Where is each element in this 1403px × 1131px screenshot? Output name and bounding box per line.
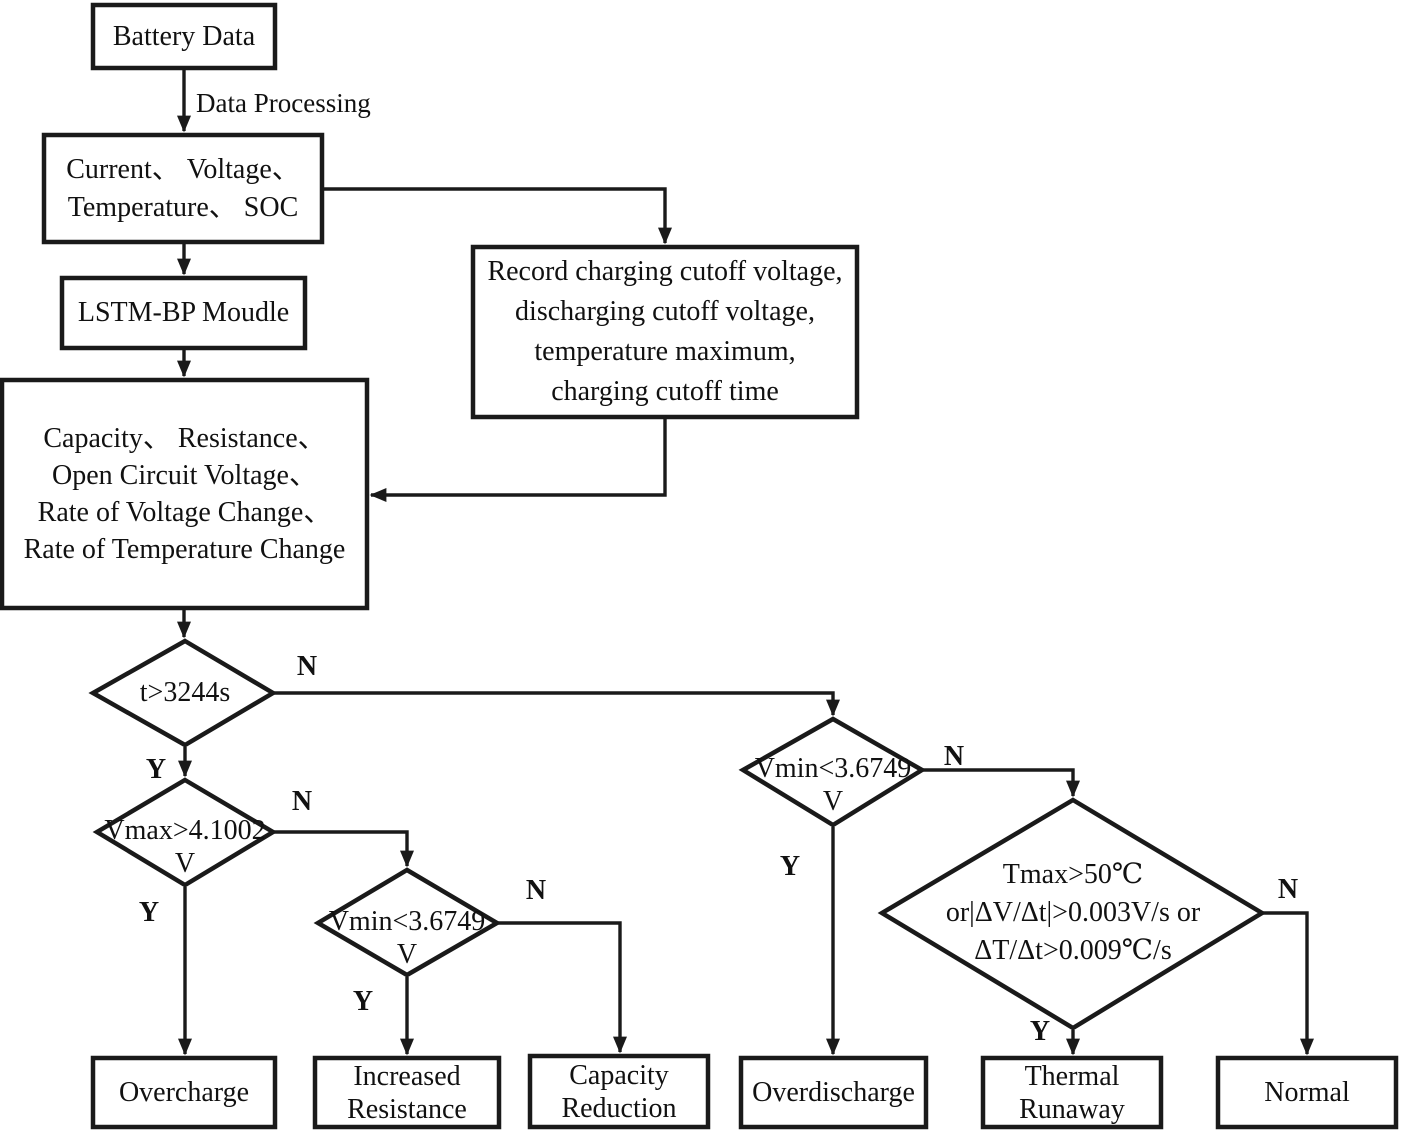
decision-time-label: t>3244s <box>139 677 231 708</box>
normal-label: Normal <box>1264 1076 1350 1108</box>
lstm-bp-label: LSTM-BP Moudle <box>77 297 290 328</box>
decision-thermal-diamond <box>877 797 1267 1031</box>
thermal-yes-label: Y <box>1029 1016 1051 1047</box>
decision-time-diamond <box>88 638 278 748</box>
edge-thermal-no <box>1262 911 1314 1056</box>
decision-vmin-right-label: Vmin<3.6749 V <box>754 753 912 817</box>
overdischarge-label: Overdischarge <box>752 1076 915 1108</box>
edge-record-to-features <box>369 419 667 502</box>
lstm-bp-box <box>59 275 308 351</box>
vmin-right-yes-label: Y <box>779 851 801 882</box>
signals-label: Current、 Voltage、 Temperature、 SOC <box>66 153 300 223</box>
increased-resistance-box <box>312 1055 502 1130</box>
features-label: Capacity、 Resistance、 Open Circuit Volta… <box>23 423 346 565</box>
vmin-mid-yes-label: Y <box>352 986 374 1017</box>
signals-box <box>41 132 325 245</box>
decision-vmin-mid-diamond <box>313 867 502 978</box>
overcharge-box <box>90 1055 278 1130</box>
thermal-runaway-label: Thermal Runaway <box>1019 1060 1125 1125</box>
decision-vmax-diamond <box>92 777 278 888</box>
data-processing-label: Data Processing <box>196 87 371 118</box>
edge-vmin-right-no <box>922 768 1080 798</box>
decision-vmin-mid-label: Vmin<3.6749 V <box>328 906 486 970</box>
normal-box <box>1215 1055 1399 1130</box>
edge-vmin-mid-no <box>497 921 627 1054</box>
record-label: Record charging cutoff voltage, discharg… <box>487 256 843 407</box>
decision-vmax-label: Vmax>4.1002 V <box>104 815 266 879</box>
edge-vmax-no <box>273 830 414 868</box>
vmin-mid-no-label: N <box>525 875 547 906</box>
decision-vmin-right-diamond <box>738 716 927 828</box>
battery-data-box <box>90 2 278 71</box>
features-box <box>0 377 370 611</box>
overcharge-label: Overcharge <box>118 1076 250 1108</box>
edge-signals-to-record <box>322 187 672 245</box>
battery-data-label: Battery Data <box>112 20 256 52</box>
edge-time-no <box>273 691 840 717</box>
thermal-runaway-box <box>980 1055 1164 1130</box>
time-yes-label: Y <box>145 754 167 785</box>
overdischarge-box <box>738 1055 929 1130</box>
increased-resistance-label: Increased Resistance <box>347 1060 467 1125</box>
decision-thermal-label: Tmax>50℃ or|ΔV/Δt|>0.003V/s or ΔT/Δt>0.0… <box>945 859 1201 966</box>
vmax-no-label: N <box>291 786 313 817</box>
record-box <box>470 244 860 420</box>
capacity-reduction-box <box>527 1053 711 1130</box>
time-no-label: N <box>296 651 318 682</box>
vmin-right-no-label: N <box>943 741 965 772</box>
thermal-no-label: N <box>1277 874 1299 905</box>
capacity-reduction-label: Capacity Reduction <box>561 1059 677 1124</box>
vmax-yes-label: Y <box>138 897 160 928</box>
